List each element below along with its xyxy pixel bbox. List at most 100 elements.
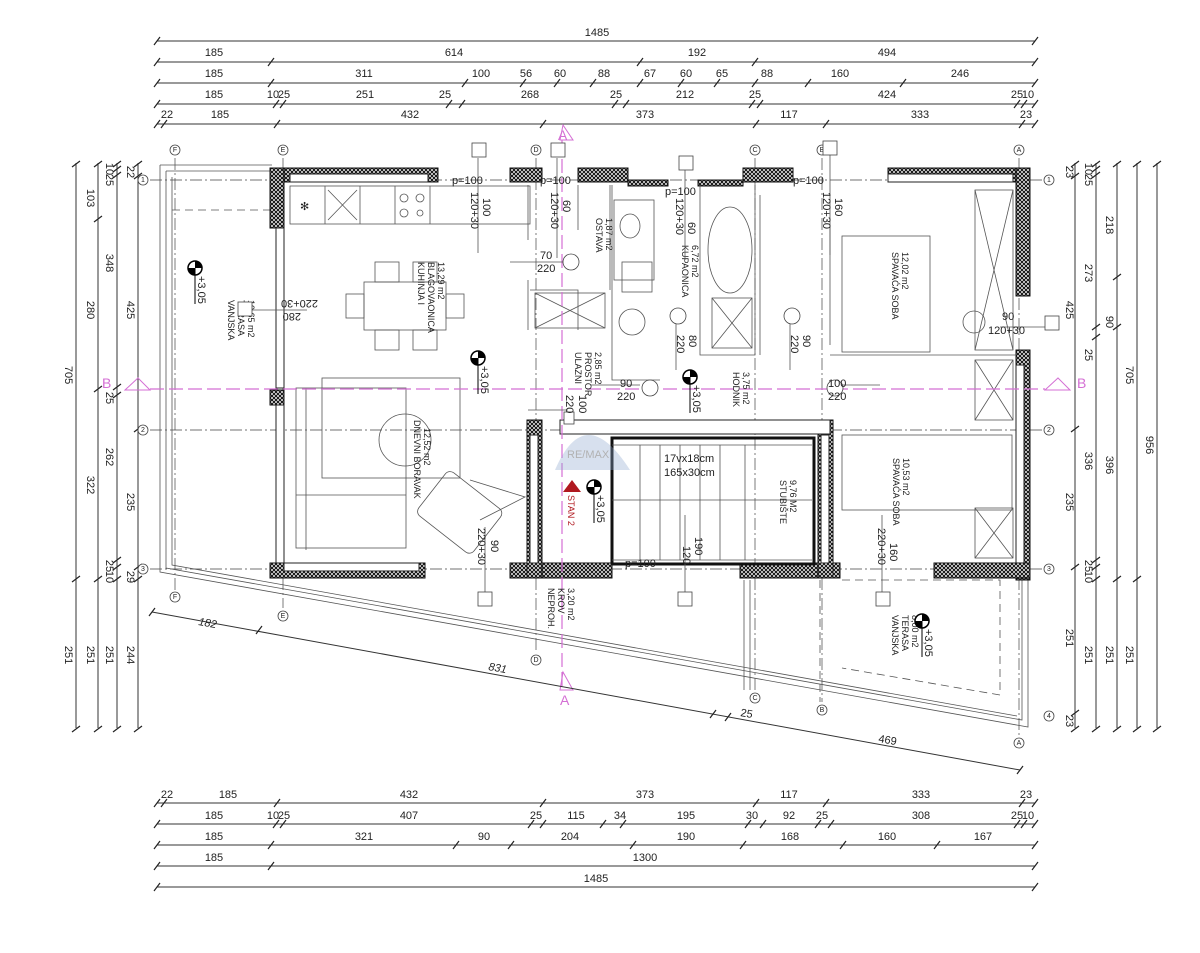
- watermark-logo: RE/MAX: [555, 435, 630, 470]
- dim-label: 10: [103, 571, 115, 583]
- sill-height: p=100: [540, 175, 571, 187]
- plan-label: 220: [617, 391, 635, 403]
- dim-label: 117: [780, 789, 798, 801]
- plan-label: D: [533, 657, 538, 664]
- plan-label: C: [752, 147, 757, 154]
- dim-label: 407: [400, 810, 418, 822]
- plan-label: TERASA: [236, 300, 246, 336]
- dim-label: 190: [677, 831, 695, 843]
- dim-label: 333: [911, 109, 929, 121]
- dim-label: 235: [124, 493, 136, 511]
- plan-label: 90: [1002, 311, 1014, 323]
- plan-label: PROSTOR: [583, 352, 593, 397]
- axis-bubble-D-bottom: D: [530, 654, 542, 666]
- plan-label: E: [281, 147, 286, 154]
- dim-label: 22: [161, 789, 173, 801]
- dim-label: 373: [636, 789, 654, 801]
- walls: [269, 167, 1031, 581]
- plan-label: 3: [1047, 566, 1051, 573]
- plan-label: E: [281, 613, 286, 620]
- dim-label: 23: [1020, 789, 1032, 801]
- dim-label: 956: [1143, 436, 1155, 454]
- dim-label: 10: [1082, 571, 1094, 583]
- dim-label: 280: [84, 301, 96, 319]
- dim-label: 185: [205, 47, 223, 59]
- dim-label: 25: [1011, 89, 1023, 101]
- door-tag: [783, 307, 801, 325]
- dim-label: 67: [644, 68, 656, 80]
- plan-label: 12,02 m2: [900, 252, 910, 290]
- dim-label: 90: [478, 831, 490, 843]
- plan-label: 220+30: [875, 528, 887, 565]
- slab-outline: [159, 164, 1029, 728]
- sill-height: p=100: [665, 186, 696, 198]
- plan-label: 220: [537, 263, 555, 275]
- plan-label: 160: [887, 543, 899, 561]
- dim-label: 251: [84, 646, 96, 664]
- axis-bubble-F-bottom: F: [169, 591, 181, 603]
- plan-label: 10,53 m2: [901, 458, 911, 496]
- left-dimensions: 705 251 103 280 322 251 10 25 348 25 262…: [62, 160, 143, 733]
- plan-label: SPAVAĆA SOBA: [891, 458, 901, 526]
- window-tag: [477, 591, 493, 607]
- section-a-bottom-label: A: [560, 692, 570, 708]
- section-b-right-label: B: [1077, 375, 1086, 391]
- plan-label: 9,76 M2: [788, 480, 798, 513]
- dim-label: 336: [1082, 452, 1094, 470]
- dim-top-total: 1485: [585, 27, 609, 39]
- plan-label: 220: [563, 395, 575, 413]
- section-b-left-label: B: [102, 375, 111, 391]
- dim-label: 10: [103, 163, 115, 175]
- dim-label: 22: [124, 166, 136, 178]
- right-dimensions: 23 425 235 251 23 10 25 273 25 336 25 10…: [1063, 160, 1162, 733]
- axis-bubble-A: A: [1013, 144, 1025, 156]
- elevation-markers: +3,05 +3,05 +3,05 +3,05 +3,05 STAN 2: [187, 260, 934, 657]
- plan-label: A: [1017, 147, 1022, 154]
- dim-label: 88: [598, 68, 610, 80]
- plan-label: 1: [141, 177, 145, 184]
- dim-label: 322: [84, 476, 96, 494]
- plan-label: 6,72 m2: [690, 245, 700, 278]
- elevation-marker-icon: +3,05: [187, 260, 207, 304]
- dim-label: 23: [1020, 109, 1032, 121]
- dim-label: 432: [401, 109, 419, 121]
- dim-label: 494: [878, 47, 896, 59]
- plan-label: B: [820, 147, 825, 154]
- plan-label: A: [1017, 740, 1022, 747]
- plan-label: +3,05: [594, 495, 606, 523]
- door-tag: [826, 379, 844, 397]
- axis-bubble-E: E: [277, 144, 289, 156]
- window-tag: [563, 411, 575, 425]
- dim-bottom-total: 1485: [584, 873, 608, 885]
- plan-label: 120+30: [988, 325, 1025, 337]
- dim-label: 185: [205, 89, 223, 101]
- dim-label: 30: [746, 810, 758, 822]
- plan-label: 80: [686, 335, 698, 347]
- door-tag: [641, 379, 659, 397]
- stair-spec-treads: 165x30cm: [664, 467, 715, 479]
- dim-label: 1300: [633, 852, 657, 864]
- plan-label: NEPROH.: [546, 588, 556, 629]
- plan-label: 100: [576, 395, 588, 413]
- plan-label: +3,05: [195, 276, 207, 304]
- dim-label: 244: [124, 646, 136, 664]
- dim-label: 25: [103, 392, 115, 404]
- fan-icon: ✻: [300, 201, 309, 213]
- dim-label: 25: [278, 810, 290, 822]
- plan-label: 190: [692, 537, 704, 555]
- axis-bubble-1-right: 1: [1043, 174, 1055, 186]
- plan-label: 120+30: [820, 192, 832, 229]
- plan-label: 10,65 m2: [246, 300, 256, 338]
- axis-bubble-E-bottom: E: [277, 610, 289, 622]
- diagonal-dimensions: 182 831 25 469: [148, 607, 1024, 775]
- plan-label: 220: [788, 335, 800, 353]
- window-tag: [677, 591, 693, 607]
- dim-label: 614: [445, 47, 463, 59]
- plan-label: D: [533, 147, 538, 154]
- axis-bubble-2: 2: [137, 424, 149, 436]
